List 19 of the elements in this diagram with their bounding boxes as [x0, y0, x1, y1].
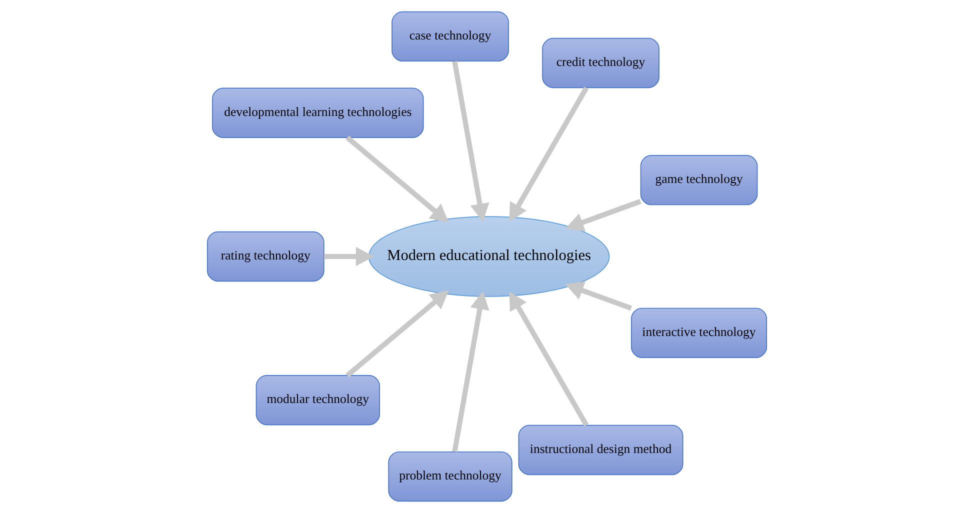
node-box: credit technology: [542, 38, 660, 88]
arrow: [452, 60, 490, 222]
arrow: [509, 86, 589, 222]
arrow: [565, 281, 632, 311]
node-box: instructional design method: [518, 424, 684, 476]
arrow: [324, 246, 374, 266]
node-box: problem technology: [388, 451, 512, 502]
arrow: [346, 136, 449, 223]
arrow: [452, 291, 490, 452]
node-ellipse: Modern educational technologies: [368, 216, 610, 297]
node-box: game technology: [640, 155, 758, 206]
node-box: rating technology: [206, 231, 324, 282]
node-box: modular technology: [256, 375, 380, 426]
arrow: [565, 198, 642, 232]
node-box: case technology: [392, 11, 509, 62]
arrow: [509, 291, 589, 426]
arrow: [346, 290, 449, 378]
node-box: developmental learning technologies: [212, 88, 424, 138]
node-box: interactive technology: [630, 308, 768, 358]
